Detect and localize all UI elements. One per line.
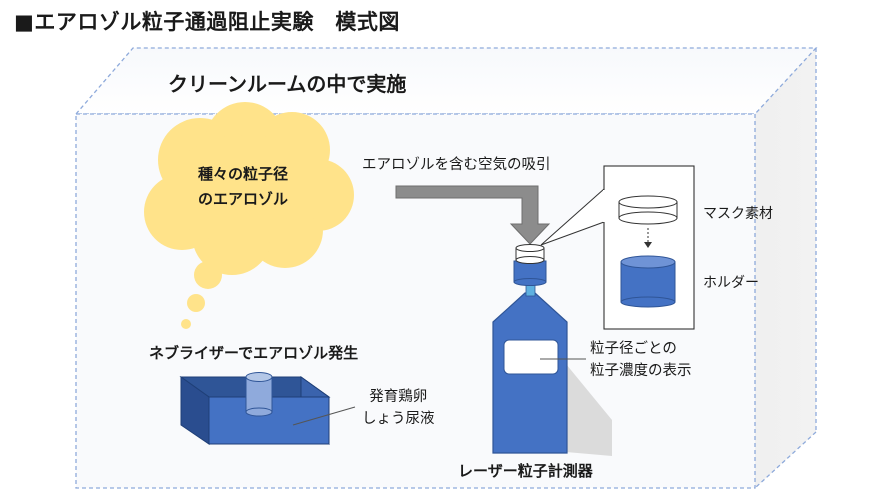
holder-label: ホルダー — [703, 275, 759, 291]
laser-particle-counter — [492, 244, 612, 456]
aerosol-cloud — [144, 102, 354, 329]
display-label-line1: 粒子径ごとの — [590, 341, 677, 357]
display-label-line2: 粒子濃度の表示 — [590, 363, 692, 379]
display-label: 粒子径ごとの 粒子濃度の表示 — [590, 338, 692, 382]
counter-display — [503, 339, 559, 375]
counter-label: レーザー粒子計測器 — [458, 462, 593, 480]
counter-mask-cap-icon — [515, 244, 545, 264]
nebulizer-vial-icon — [245, 372, 273, 417]
samples-leader-line — [292, 406, 356, 426]
page-title: ■エアロゾル粒子通過阻止実験 模式図 — [14, 10, 400, 34]
samples-label-line1: 発育鶏卵 — [369, 389, 428, 405]
cloud-bubble-medium — [187, 294, 205, 312]
nebulizer — [179, 372, 356, 445]
cloud-bubble-small — [181, 319, 191, 329]
cloud-label-line2: のエアロゾル — [197, 190, 288, 208]
cloud-label: 種々の粒子径 のエアロゾル — [183, 162, 303, 212]
suction-arrow — [395, 185, 551, 245]
nebulizer-label: ネブライザーでエアロゾル発生 — [149, 344, 359, 362]
samples-label: 発育鶏卵 しょう尿液 — [362, 386, 435, 430]
holder-cylinder-icon — [620, 255, 676, 308]
placement-arrow-head — [644, 242, 652, 248]
holder-inset — [540, 165, 695, 330]
samples-label-line2: しょう尿液 — [362, 411, 435, 427]
room-label: クリーンルームの中で実施 — [168, 72, 407, 96]
counter-shadow — [566, 364, 612, 456]
suction-label: エアロゾルを含む空気の吸引 — [362, 157, 551, 173]
cloud-label-line1: 種々の粒子径 — [197, 165, 288, 183]
counter-holder-icon — [513, 260, 547, 286]
mask-material-label: マスク素材 — [703, 206, 773, 222]
mask-disc-icon — [618, 195, 678, 225]
cloud-bubble-large — [194, 261, 222, 289]
